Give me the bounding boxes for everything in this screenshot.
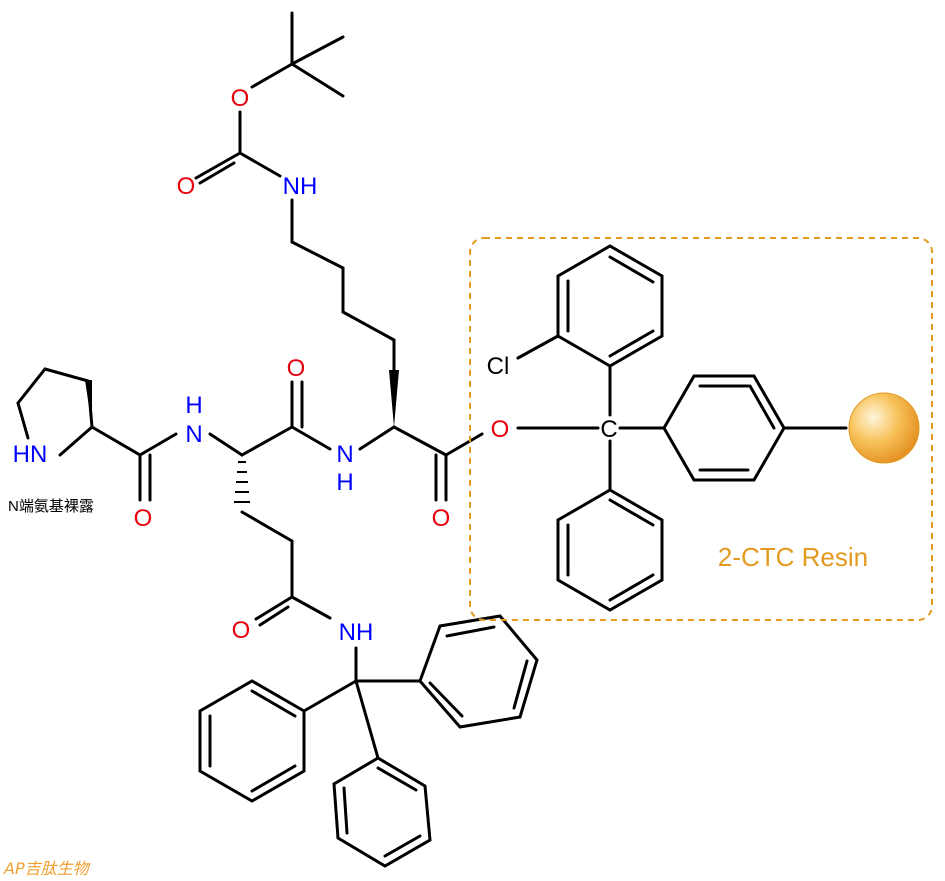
gln-amide-n: N bbox=[185, 421, 202, 448]
resin-dashed-box bbox=[469, 237, 933, 621]
proline-nitrogen: HN bbox=[13, 441, 48, 468]
resin-region: 2-CTC Resin bbox=[469, 237, 933, 621]
resin-bead-icon bbox=[848, 392, 920, 464]
resin-label: 2-CTC Resin bbox=[718, 542, 868, 572]
atom-labels: O O NH HN N端氨基裸露 H N O O N H O O O NH Cl… bbox=[8, 85, 618, 646]
stereo-bonds bbox=[85, 370, 399, 503]
gln-carbonyl-oxygen: O bbox=[287, 355, 306, 382]
boc-amine-nh: NH bbox=[283, 173, 318, 200]
gln-amide-h: H bbox=[185, 392, 202, 419]
lys-amide-n: N bbox=[336, 441, 353, 468]
boc-ether-oxygen: O bbox=[231, 85, 250, 112]
lys-carbonyl-oxygen: O bbox=[432, 505, 451, 532]
boc-carbonyl-oxygen: O bbox=[177, 173, 196, 200]
logo-icon: AP吉肽生物 bbox=[3, 859, 91, 878]
gln-side-nh: NH bbox=[339, 619, 374, 646]
lys-ester-oxygen: O bbox=[491, 416, 510, 443]
n-terminal-note: N端氨基裸露 bbox=[8, 498, 94, 515]
central-carbon-label: C bbox=[600, 416, 617, 443]
chloro-label: Cl bbox=[487, 353, 510, 380]
lys-amide-h: H bbox=[336, 469, 353, 496]
bond-lines bbox=[16, 11, 848, 868]
logo-text: AP吉肽生物 bbox=[3, 859, 91, 878]
gln-side-oxygen: O bbox=[232, 617, 251, 644]
pro-carbonyl-oxygen: O bbox=[134, 505, 153, 532]
